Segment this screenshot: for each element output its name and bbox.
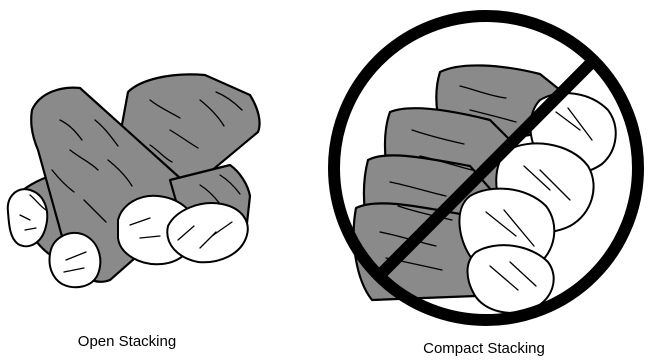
open-stacking-caption: Open Stacking [78,333,176,350]
cut-end-right [167,203,247,262]
cut-end-bottom-right [468,245,554,313]
open-stacking-illustration [0,0,300,320]
cut-end-left [8,189,47,246]
compact-stacking-illustration [320,0,651,335]
open-stacking-panel: Open Stacking [0,0,300,363]
compact-stacking-caption: Compact Stacking [423,340,545,357]
cut-end-bottom [50,233,101,287]
compact-stacking-panel: Compact Stacking [320,0,651,363]
